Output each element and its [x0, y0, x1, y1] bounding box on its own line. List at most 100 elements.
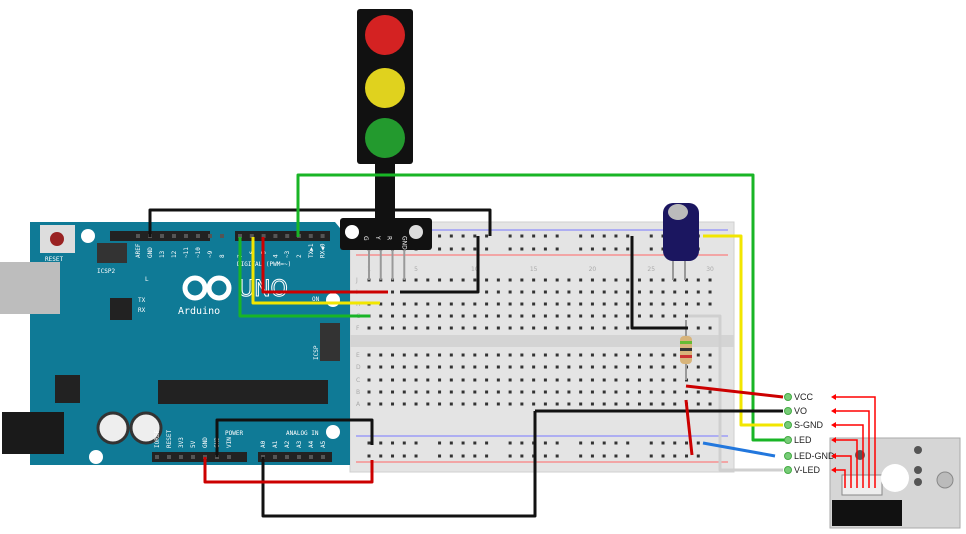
- breadboard-hole[interactable]: [473, 353, 477, 357]
- breadboard-hole[interactable]: [567, 353, 571, 357]
- breadboard-hole[interactable]: [708, 278, 712, 282]
- rail-hole[interactable]: [438, 247, 442, 251]
- breadboard-hole[interactable]: [508, 314, 512, 318]
- header-pin[interactable]: [238, 234, 242, 238]
- breadboard-hole[interactable]: [485, 314, 489, 318]
- rail-hole[interactable]: [555, 234, 559, 238]
- wire-red-light[interactable]: [261, 237, 388, 294]
- breadboard-hole[interactable]: [649, 378, 653, 382]
- breadboard-hole[interactable]: [473, 378, 477, 382]
- breadboard-hole[interactable]: [685, 314, 689, 318]
- breadboard-hole[interactable]: [508, 402, 512, 406]
- breadboard-hole[interactable]: [496, 353, 500, 357]
- wire-led-gnd[interactable]: [702, 441, 776, 458]
- header-pin[interactable]: [220, 234, 224, 238]
- breadboard-hole[interactable]: [379, 390, 383, 394]
- breadboard-hole[interactable]: [696, 326, 700, 330]
- breadboard-hole[interactable]: [426, 378, 430, 382]
- breadboard-hole[interactable]: [426, 326, 430, 330]
- breadboard-hole[interactable]: [461, 402, 465, 406]
- rail-hole[interactable]: [661, 441, 665, 445]
- breadboard-hole[interactable]: [649, 353, 653, 357]
- rail-hole[interactable]: [520, 234, 524, 238]
- breadboard-hole[interactable]: [402, 365, 406, 369]
- breadboard-hole[interactable]: [449, 278, 453, 282]
- header-pin[interactable]: [285, 234, 290, 238]
- breadboard-hole[interactable]: [473, 278, 477, 282]
- breadboard-hole[interactable]: [438, 390, 442, 394]
- breadboard-hole[interactable]: [626, 278, 630, 282]
- breadboard-hole[interactable]: [426, 365, 430, 369]
- rail-hole[interactable]: [473, 454, 477, 458]
- breadboard-hole[interactable]: [567, 326, 571, 330]
- rail-hole[interactable]: [602, 247, 606, 251]
- breadboard-hole[interactable]: [602, 326, 606, 330]
- sensor-pin-connector[interactable]: [784, 466, 792, 474]
- breadboard-hole[interactable]: [626, 390, 630, 394]
- breadboard-hole[interactable]: [402, 402, 406, 406]
- breadboard-hole[interactable]: [637, 390, 641, 394]
- rail-hole[interactable]: [685, 441, 689, 445]
- rail-hole[interactable]: [602, 441, 606, 445]
- breadboard-hole[interactable]: [685, 390, 689, 394]
- breadboard-hole[interactable]: [485, 402, 489, 406]
- breadboard-hole[interactable]: [661, 278, 665, 282]
- wire-yellow-light[interactable]: [251, 237, 380, 305]
- rail-hole[interactable]: [391, 454, 395, 458]
- breadboard-hole[interactable]: [426, 402, 430, 406]
- breadboard-hole[interactable]: [543, 314, 547, 318]
- breadboard-hole[interactable]: [637, 314, 641, 318]
- rail-hole[interactable]: [508, 247, 512, 251]
- header-pin[interactable]: [320, 234, 325, 238]
- breadboard-hole[interactable]: [649, 390, 653, 394]
- breadboard-hole[interactable]: [579, 365, 583, 369]
- breadboard-hole[interactable]: [520, 402, 524, 406]
- rail-hole[interactable]: [438, 441, 442, 445]
- breadboard-hole[interactable]: [473, 365, 477, 369]
- wire-a0[interactable]: [261, 411, 537, 518]
- wire-led-control[interactable]: [296, 173, 790, 442]
- rail-hole[interactable]: [579, 234, 583, 238]
- rail-hole[interactable]: [685, 454, 689, 458]
- breadboard-hole[interactable]: [555, 326, 559, 330]
- breadboard-hole[interactable]: [449, 314, 453, 318]
- rail-hole[interactable]: [673, 454, 677, 458]
- sensor-pin-connector[interactable]: [784, 436, 792, 444]
- breadboard-hole[interactable]: [367, 365, 371, 369]
- breadboard-hole[interactable]: [532, 290, 536, 294]
- rail-hole[interactable]: [614, 441, 618, 445]
- rail-hole[interactable]: [485, 441, 489, 445]
- breadboard-hole[interactable]: [614, 302, 618, 306]
- rail-hole[interactable]: [649, 441, 653, 445]
- breadboard-hole[interactable]: [614, 326, 618, 330]
- breadboard-hole[interactable]: [532, 302, 536, 306]
- header-pin[interactable]: [285, 455, 289, 459]
- rail-hole[interactable]: [379, 441, 383, 445]
- breadboard-hole[interactable]: [555, 365, 559, 369]
- breadboard-hole[interactable]: [543, 365, 547, 369]
- rail-hole[interactable]: [449, 454, 453, 458]
- breadboard-hole[interactable]: [414, 365, 418, 369]
- breadboard-hole[interactable]: [391, 302, 395, 306]
- breadboard-hole[interactable]: [567, 390, 571, 394]
- breadboard-hole[interactable]: [614, 290, 618, 294]
- breadboard-hole[interactable]: [590, 353, 594, 357]
- breadboard-hole[interactable]: [367, 402, 371, 406]
- breadboard-hole[interactable]: [696, 365, 700, 369]
- breadboard-hole[interactable]: [696, 378, 700, 382]
- breadboard-hole[interactable]: [543, 290, 547, 294]
- rail-hole[interactable]: [696, 454, 700, 458]
- header-pin[interactable]: [167, 455, 171, 459]
- breadboard-hole[interactable]: [473, 302, 477, 306]
- breadboard-hole[interactable]: [637, 290, 641, 294]
- breadboard-hole[interactable]: [461, 314, 465, 318]
- breadboard-hole[interactable]: [673, 365, 677, 369]
- breadboard-hole[interactable]: [496, 278, 500, 282]
- breadboard-hole[interactable]: [461, 302, 465, 306]
- rail-hole[interactable]: [461, 454, 465, 458]
- breadboard-hole[interactable]: [696, 290, 700, 294]
- breadboard-hole[interactable]: [402, 302, 406, 306]
- breadboard-hole[interactable]: [637, 353, 641, 357]
- breadboard-hole[interactable]: [496, 402, 500, 406]
- breadboard-hole[interactable]: [708, 326, 712, 330]
